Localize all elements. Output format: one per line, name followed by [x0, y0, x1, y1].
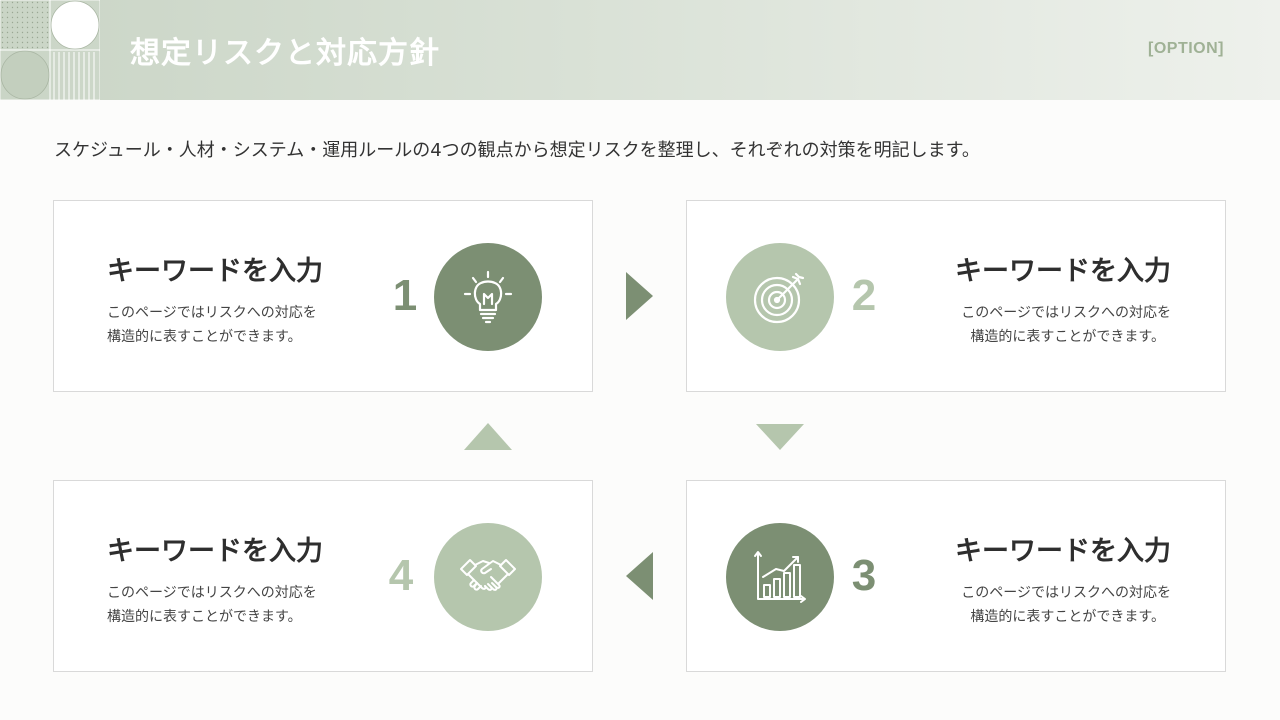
step-icon-circle	[726, 523, 834, 631]
step-card-3: 3 キーワードを入力 このページではリスクへの対応を 構造的に表すことができます…	[686, 480, 1226, 672]
step-description-line: このページではリスクへの対応を	[961, 585, 1171, 601]
step-title: キーワードを入力	[955, 256, 1171, 287]
step-icon-circle	[726, 243, 834, 351]
step-description: このページではリスクへの対応を 構造的に表すことができます。	[941, 301, 1171, 349]
arrow-left	[626, 552, 653, 600]
header-bar: 想定リスクと対応方針 [OPTION]	[0, 0, 1280, 100]
step-description-line: 構造的に表すことができます。	[107, 329, 302, 345]
step-number: 3	[851, 551, 877, 600]
step-description: このページではリスクへの対応を 構造的に表すことができます。	[107, 581, 317, 629]
step-description-line: 構造的に表すことができます。	[970, 609, 1165, 625]
step-card-1: キーワードを入力 このページではリスクへの対応を 構造的に表すことができます。 …	[53, 200, 593, 392]
step-description-line: このページではリスクへの対応を	[107, 305, 317, 321]
page-subtitle: スケジュール・人材・システム・運用ルールの4つの観点から想定リスクを整理し、それ…	[54, 140, 980, 161]
step-description-line: 構造的に表すことができます。	[107, 609, 302, 625]
step-card-2: 2 キーワードを入力 このページではリスクへの対応を 構造的に表すことができます…	[686, 200, 1226, 392]
step-card-4: キーワードを入力 このページではリスクへの対応を 構造的に表すことができます。 …	[53, 480, 593, 672]
step-icon-circle	[434, 523, 542, 631]
step-title: キーワードを入力	[107, 536, 323, 567]
arrow-up	[464, 423, 512, 450]
step-description-line: このページではリスクへの対応を	[961, 305, 1171, 321]
step-number: 2	[851, 271, 877, 320]
step-title: キーワードを入力	[107, 256, 323, 287]
bar-chart-growth-icon	[754, 551, 806, 603]
step-title: キーワードを入力	[955, 536, 1171, 567]
header-pattern-decoration	[0, 0, 100, 100]
step-description-line: 構造的に表すことができます。	[970, 329, 1165, 345]
arrow-right	[626, 272, 653, 320]
option-label: [OPTION]	[1148, 40, 1224, 57]
lightbulb-icon	[463, 270, 513, 324]
target-icon	[753, 272, 805, 324]
step-icon-circle	[434, 243, 542, 351]
page-title: 想定リスクと対応方針	[130, 36, 440, 71]
step-number: 1	[392, 271, 418, 320]
step-number: 4	[388, 551, 414, 600]
step-description: このページではリスクへの対応を 構造的に表すことができます。	[941, 581, 1171, 629]
arrow-down	[756, 424, 804, 450]
handshake-icon	[460, 559, 516, 591]
step-description: このページではリスクへの対応を 構造的に表すことができます。	[107, 301, 317, 349]
step-description-line: このページではリスクへの対応を	[107, 585, 317, 601]
